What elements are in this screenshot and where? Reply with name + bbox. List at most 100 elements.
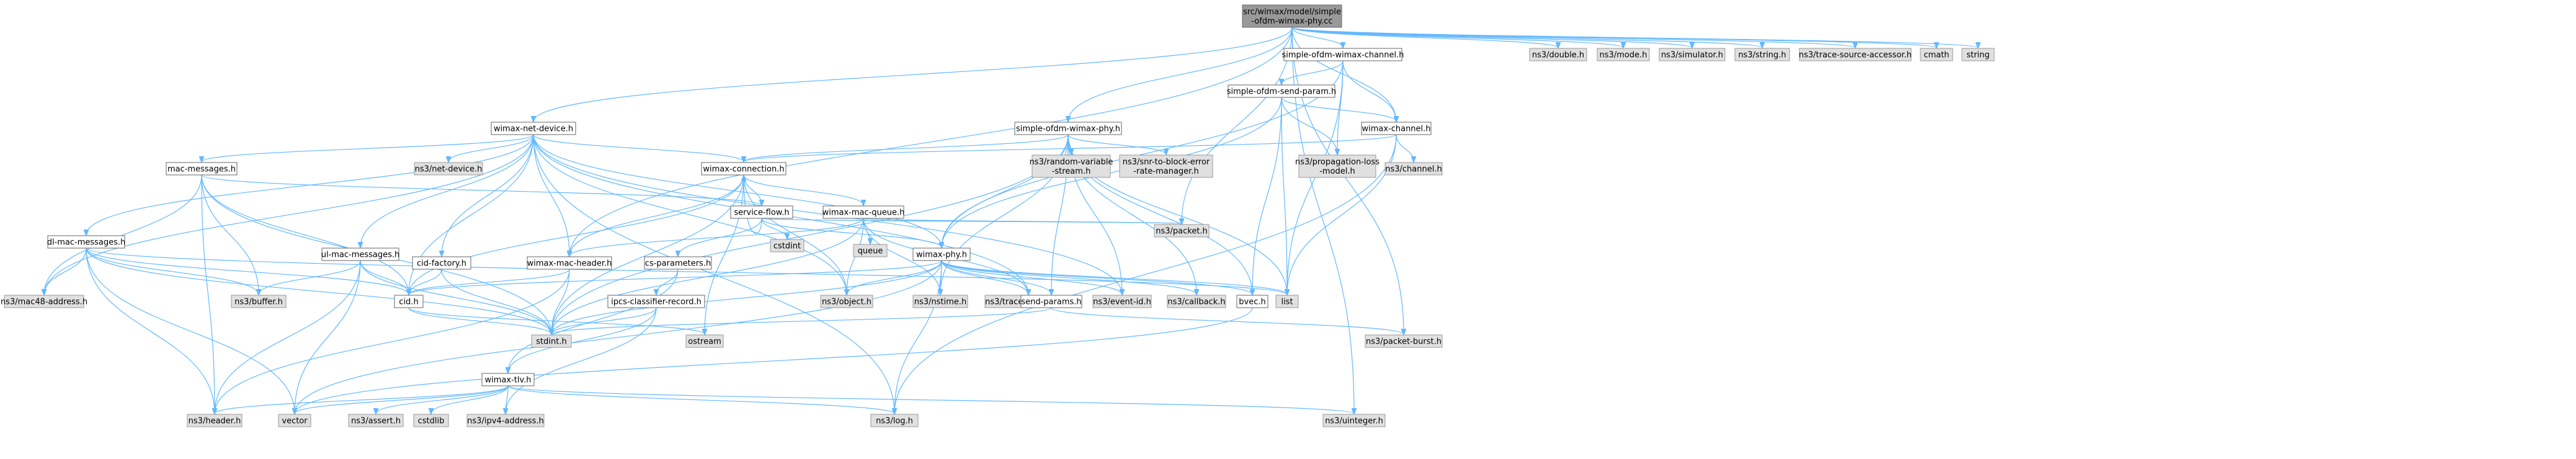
edge-root-to-ns3-trace-source-accessor-h	[1291, 27, 1855, 48]
node-service-flow-h[interactable]: service-flow.h	[730, 205, 793, 219]
node-box	[853, 244, 888, 257]
node-label-line: src/wimax/model/simple	[1243, 7, 1341, 17]
node-ns3-trace-source-accessor-h: ns3/trace-source-accessor.h	[1799, 48, 1912, 61]
edge-ul-mac-messages-h-to-vector	[295, 260, 361, 414]
node-label-line: ns3/mode.h	[1600, 51, 1647, 60]
node-label: wimax-phy.h	[916, 251, 967, 260]
node-box	[1961, 48, 1995, 61]
node-send-params-h[interactable]: send-params.h	[1020, 295, 1082, 308]
node-ostream: ostream	[685, 334, 724, 348]
edge-wimax-channel-h-to-ns3-log-h	[894, 134, 1397, 414]
node-label-line: ns3/snr-to-block-error	[1123, 158, 1210, 167]
node-ns3-snr-to-block-error-rate-manager-h: ns3/snr-to-block-error-rate-manager.h	[1119, 154, 1213, 178]
node-label-line: ns3/event-id.h	[1093, 298, 1151, 307]
edge-ul-mac-messages-h-to-ns3-header-h	[215, 260, 361, 414]
node-wimax-connection-h[interactable]: wimax-connection.h	[701, 162, 787, 176]
node-wimax-tlv-h[interactable]: wimax-tlv.h	[481, 373, 535, 386]
node-label-line: string	[1966, 51, 1989, 60]
node-root[interactable]: src/wimax/model/simple-ofdm-wimax-phy.cc	[1242, 4, 1342, 28]
node-label-line: -rate-manager.h	[1133, 167, 1198, 176]
node-label-line: ipcs-classifier-record.h	[611, 298, 702, 307]
node-box	[394, 295, 424, 308]
node-box	[1365, 334, 1443, 348]
node-wimax-mac-queue-h[interactable]: wimax-mac-queue.h	[822, 205, 905, 219]
node-label: ns3/callback.h	[1167, 298, 1225, 307]
node-bvec-h[interactable]: bvec.h	[1236, 295, 1268, 308]
node-label: stdint.h	[536, 337, 566, 347]
node-mac-messages-h[interactable]: mac-messages.h	[166, 162, 238, 176]
node-label-line: cmath	[1923, 51, 1949, 60]
node-box	[1298, 154, 1376, 178]
node-box	[1659, 48, 1726, 61]
node-wimax-phy-h[interactable]: wimax-phy.h	[912, 247, 971, 261]
node-label-line: ns3/header.h	[189, 417, 241, 426]
node-box	[1154, 224, 1210, 238]
edge-service-flow-h-to-cstdint	[761, 218, 787, 239]
edge-wimax-mac-queue-h-to-wimax-mac-header-h	[569, 218, 864, 256]
node-label-line: bvec.h	[1239, 298, 1265, 307]
node-cmath: cmath	[1920, 48, 1953, 61]
edge-wimax-connection-h-to-wimax-mac-header-h	[569, 174, 744, 256]
edge-wimax-mac-header-h-to-ns3-header-h	[215, 269, 570, 414]
node-label-line: -stream.h	[1052, 167, 1091, 176]
node-wimax-mac-header-h[interactable]: wimax-mac-header.h	[527, 256, 612, 270]
node-label: wimax-net-device.h	[494, 125, 573, 134]
node-box	[1734, 48, 1790, 61]
node-label: service-flow.h	[734, 208, 789, 218]
node-label-line: ns3/object.h	[822, 298, 871, 307]
edge-wimax-connection-h-to-wimax-mac-queue-h	[743, 174, 863, 205]
node-label: ns3/propagation-loss-model.h	[1295, 158, 1379, 176]
edge-wimax-channel-h-to-wimax-connection-h	[744, 134, 1397, 162]
node-ns3-ipv4-address-h: ns3/ipv4-address.h	[466, 414, 545, 427]
node-ns3-channel-h: ns3/channel.h	[1384, 162, 1443, 176]
node-label: send-params.h	[1021, 298, 1081, 307]
edge-root-to-ns3-packet-h	[1182, 27, 1293, 224]
node-cid-h[interactable]: cid.h	[394, 295, 424, 308]
node-cs-parameters-h[interactable]: cs-parameters.h	[644, 256, 712, 270]
edge-send-params-h-to-stdint-h	[551, 307, 1052, 334]
node-wimax-channel-h[interactable]: wimax-channel.h	[1361, 122, 1432, 135]
node-ul-mac-messages-h[interactable]: ul-mac-messages.h	[321, 247, 400, 261]
node-label: ns3/assert.h	[351, 417, 401, 426]
node-list: list	[1275, 295, 1299, 308]
node-label: ns3/uinteger.h	[1325, 417, 1383, 426]
node-ipcs-classifier-record-h[interactable]: ipcs-classifier-record.h	[607, 295, 705, 308]
node-label-line: wimax-channel.h	[1362, 125, 1430, 134]
node-simple-ofdm-wimax-channel-h[interactable]: simple-ofdm-wimax-channel.h	[1281, 48, 1404, 61]
node-stdint-h: stdint.h	[531, 334, 572, 348]
node-simple-ofdm-wimax-phy-h[interactable]: simple-ofdm-wimax-phy.h	[1014, 122, 1122, 135]
node-wimax-net-device-h[interactable]: wimax-net-device.h	[491, 122, 576, 135]
node-label: ns3/mode.h	[1600, 51, 1647, 60]
edge-wimax-phy-h-to-ns3-callback-h	[941, 260, 1197, 295]
edge-ul-mac-messages-h-to-stdint-h	[360, 260, 551, 334]
node-label: cstdlib	[418, 417, 445, 426]
node-box	[531, 334, 572, 348]
node-cid-factory-h[interactable]: cid-factory.h	[412, 256, 471, 270]
edge-wimax-phy-h-to-ns3-log-h	[894, 260, 942, 414]
node-label-line: wimax-connection.h	[703, 165, 784, 174]
edge-simple-ofdm-wimax-phy-h-to-ns3-snr-to-block-error-rate-manager-h	[1067, 134, 1166, 154]
node-label: ns3/nstime.h	[914, 298, 966, 307]
edge-wimax-mac-queue-h-to-ns3-packet-h	[863, 218, 1182, 224]
node-label: ns3/random-variable-stream.h	[1030, 158, 1113, 176]
node-ns3-assert-h: ns3/assert.h	[348, 414, 404, 427]
node-label: ns3/simulator.h	[1661, 51, 1723, 60]
edge-ipcs-classifier-record-h-to-stdint-h	[551, 307, 657, 334]
node-label: ns3/string.h	[1738, 51, 1786, 60]
node-box	[1119, 154, 1213, 178]
node-simple-ofdm-send-param-h[interactable]: simple-ofdm-send-param.h	[1227, 84, 1337, 98]
node-dl-mac-messages-h[interactable]: dl-mac-messages.h	[47, 235, 126, 249]
node-label: string	[1966, 51, 1989, 60]
edge-mac-messages-h-to-cid-h	[201, 174, 409, 295]
edge-root-to-ns3-uinteger-h	[1291, 27, 1354, 414]
edge-wimax-tlv-h-to-cstdlib	[431, 385, 509, 414]
node-box	[47, 235, 125, 249]
node-label: ns3/snr-to-block-error-rate-manager.h	[1123, 158, 1210, 176]
edge-simple-ofdm-wimax-phy-h-to-wimax-connection-h	[744, 134, 1069, 162]
node-label-line: cid-factory.h	[417, 259, 466, 269]
edge-mac-messages-h-to-ns3-buffer-h	[201, 174, 259, 295]
edge-ipcs-classifier-record-h-to-wimax-tlv-h	[508, 307, 657, 373]
edge-simple-ofdm-send-param-h-to-bvec-h	[1252, 97, 1282, 295]
edge-mac-messages-h-to-ns3-header-h	[201, 174, 215, 414]
node-ns3-object-h: ns3/object.h	[820, 295, 873, 308]
